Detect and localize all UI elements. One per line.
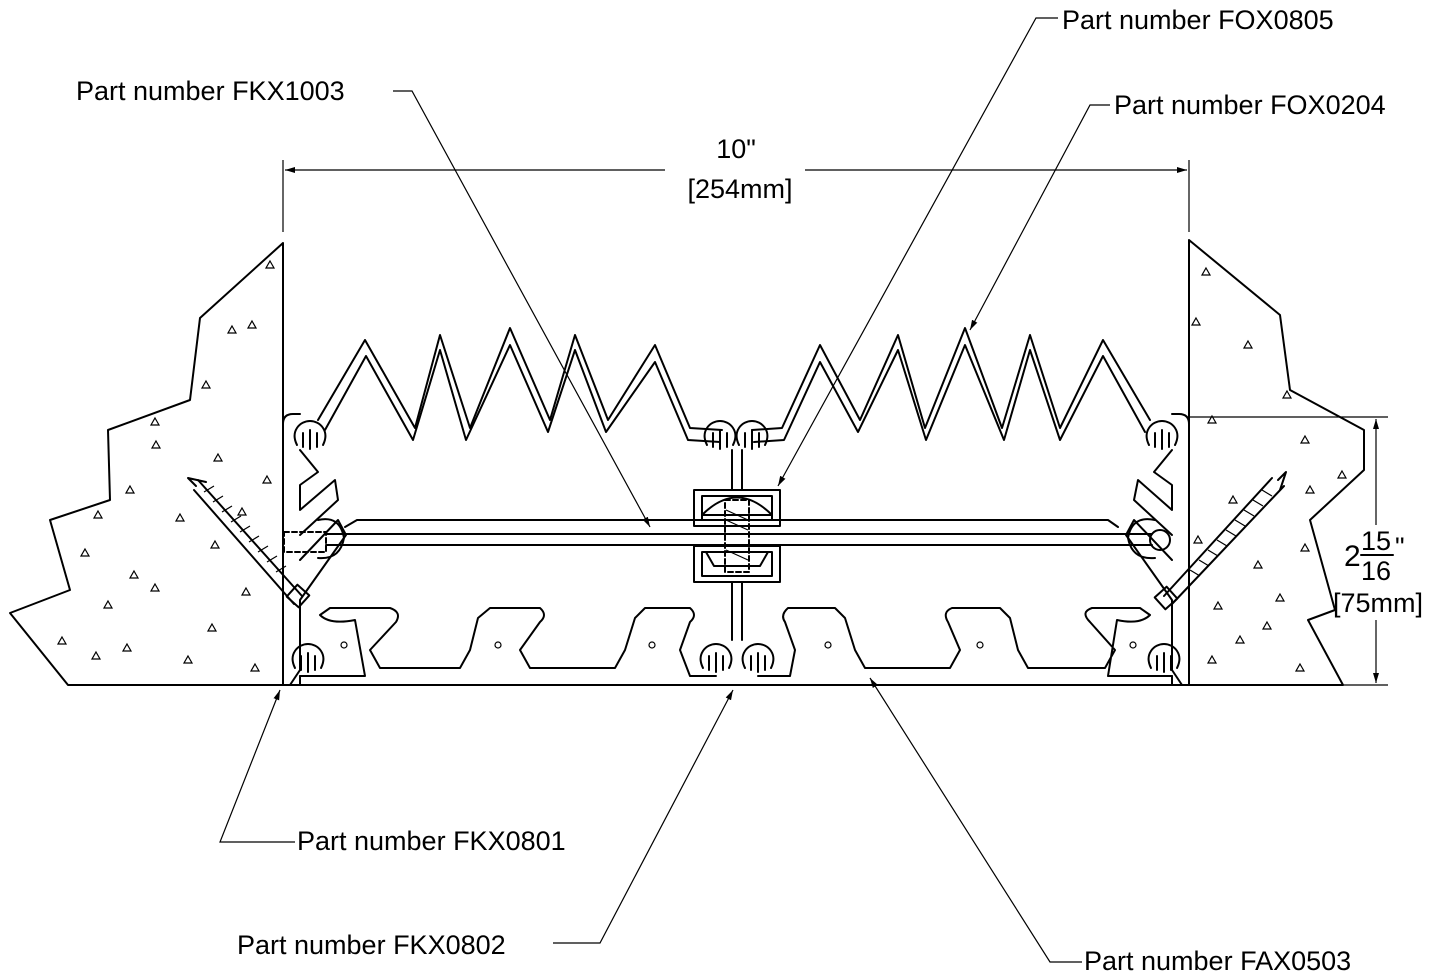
- left-anchor-screw: [187, 477, 311, 609]
- width-mm-label: [254mm]: [687, 174, 792, 204]
- concrete-aggregate-texture: [57, 260, 275, 672]
- height-numerator-label: 15: [1361, 526, 1391, 556]
- height-unit-label: ": [1395, 532, 1405, 562]
- height-whole-label: 2: [1344, 540, 1361, 573]
- width-inches-label: 10": [716, 134, 756, 164]
- centre-bolt-assembly: [693, 489, 781, 583]
- callout-fox0204: Part number FOX0204: [1114, 90, 1386, 120]
- right-concrete-block: [1188, 239, 1365, 686]
- callout-fkx0802: Part number FKX0802: [237, 930, 506, 960]
- right-bellows-seal: [751, 327, 1151, 443]
- right-anchor-screw: [1153, 471, 1287, 611]
- callout-fox0805: Part number FOX0805: [1062, 5, 1334, 35]
- concrete-aggregate-texture: [1191, 267, 1347, 672]
- height-mm-label: [75mm]: [1333, 588, 1423, 618]
- callout-fkx1003: Part number FKX1003: [76, 76, 345, 106]
- right-frame-profile: [1125, 413, 1190, 686]
- width-dimension: 10" [254mm]: [282, 134, 1190, 232]
- left-frame-profile: [282, 413, 347, 686]
- left-concrete-block: [9, 242, 284, 686]
- callout-fkx0801: Part number FKX0801: [297, 826, 566, 856]
- bottom-cover-plate: [282, 607, 1190, 686]
- central-rod: [325, 519, 1153, 546]
- height-denominator-label: 16: [1361, 556, 1391, 586]
- left-bellows-seal: [317, 327, 723, 443]
- callout-fax0503: Part number FAX0503: [1084, 946, 1351, 976]
- centre-spine: [699, 420, 775, 673]
- height-dimension: 2 15 16 " [75mm]: [1189, 416, 1423, 686]
- callout-leaders: [219, 17, 1110, 963]
